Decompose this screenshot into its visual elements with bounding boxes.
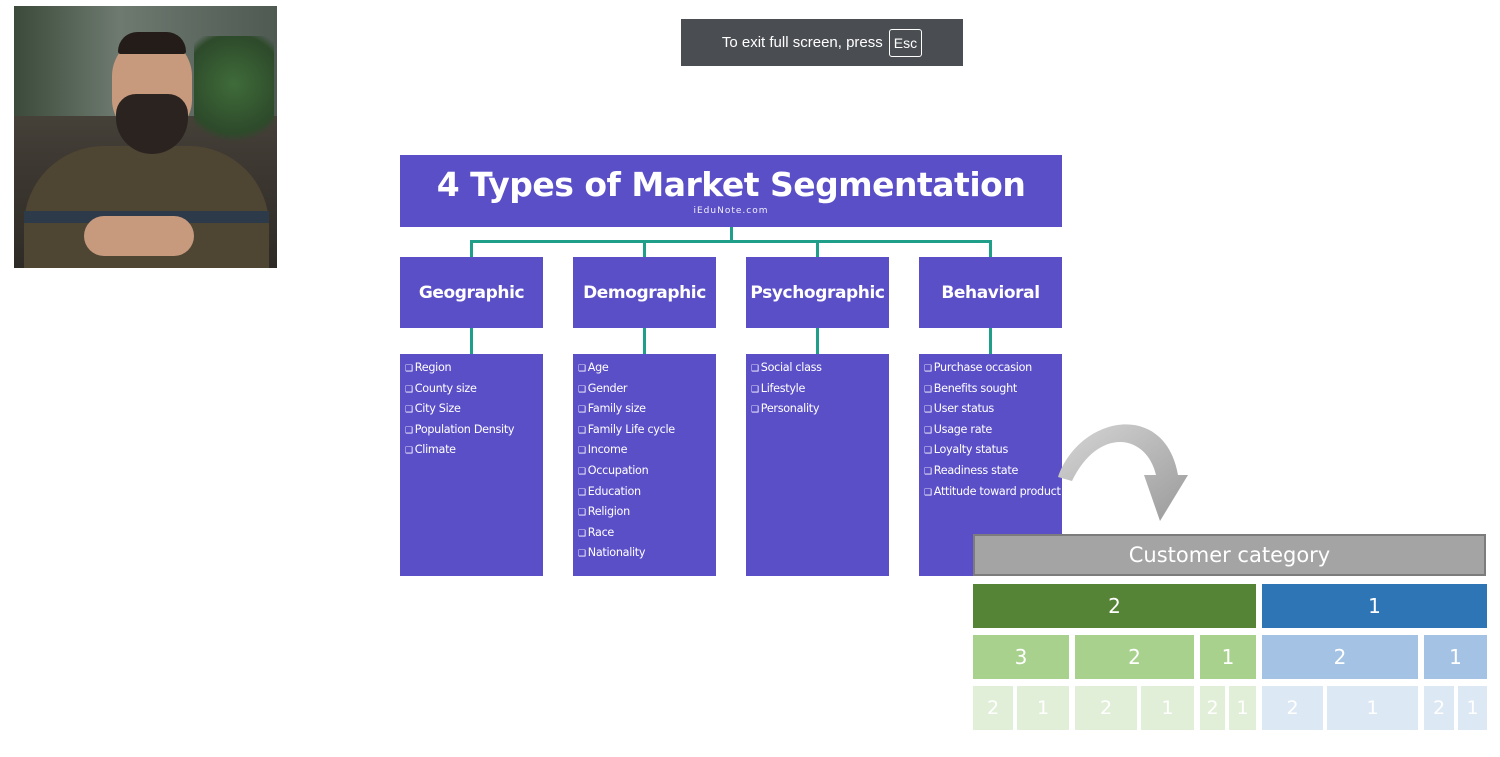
category-cell-level3: 2: [1200, 686, 1225, 730]
category-cell-level3: 2: [973, 686, 1013, 730]
connector-trunk: [730, 227, 733, 242]
diagram-title: 4 Types of Market Segmentation: [436, 165, 1026, 204]
list-item: ❑Purchase occasion: [924, 361, 1032, 374]
list-psychographic: ❑Social class ❑Lifestyle ❑Personality: [746, 354, 889, 576]
background-plant: [194, 36, 274, 156]
category-psychographic: Psychographic: [746, 257, 889, 328]
list-item: ❑Loyalty status: [924, 443, 1008, 457]
list-item: ❑Benefits sought: [924, 381, 1017, 395]
category-cell-level3: 1: [1458, 686, 1487, 730]
list-item: ❑Climate: [405, 443, 456, 457]
list-item: ❑Income: [578, 443, 628, 457]
diagram-title-box: 4 Types of Market Segmentation iEduNote.…: [400, 155, 1062, 227]
list-item: ❑Race: [578, 525, 614, 539]
category-cell-level2: 1: [1200, 635, 1256, 679]
category-cell-level3: 1: [1141, 686, 1194, 730]
connector-drop: [989, 240, 992, 257]
category-geographic: Geographic: [400, 257, 543, 328]
list-item: ❑User status: [924, 402, 994, 416]
list-item: ❑Family Life cycle: [578, 422, 675, 436]
category-cell-level1: 2: [973, 584, 1256, 628]
category-cell-level2: 2: [1262, 635, 1418, 679]
fullscreen-toast: To exit full screen, press Esc: [681, 19, 963, 66]
category-behavioral: Behavioral: [919, 257, 1062, 328]
presenter-webcam: [14, 6, 277, 268]
category-cell-level3: 2: [1262, 686, 1323, 730]
connector-link: [643, 328, 646, 354]
category-cell-level3: 2: [1075, 686, 1137, 730]
list-item: ❑Region: [405, 361, 452, 374]
presenter-hands: [84, 216, 194, 256]
category-cell-level3: 1: [1229, 686, 1256, 730]
list-item: ❑Family size: [578, 402, 646, 416]
list-item: ❑Age: [578, 361, 609, 374]
presenter-hair: [118, 32, 186, 54]
connector-bus: [470, 240, 992, 243]
category-cell-level2: 3: [973, 635, 1069, 679]
toast-message: To exit full screen, press: [721, 34, 883, 51]
list-item: ❑Education: [578, 484, 641, 498]
connector-drop: [643, 240, 646, 257]
connector-link: [816, 328, 819, 354]
list-item: ❑Population Density: [405, 422, 515, 436]
list-item: ❑Gender: [578, 381, 628, 395]
category-cell-level3: 1: [1327, 686, 1418, 730]
list-item: ❑Usage rate: [924, 422, 992, 436]
category-cell-level3: 2: [1424, 686, 1454, 730]
curved-arrow-icon: [1058, 424, 1188, 521]
connector-link: [989, 328, 992, 354]
list-item: ❑Occupation: [578, 463, 649, 477]
list-item: ❑Lifestyle: [751, 381, 806, 395]
list-item: ❑Nationality: [578, 546, 646, 560]
diagram-source: iEduNote.com: [693, 206, 769, 216]
category-cell-level2: 1: [1424, 635, 1487, 679]
esc-key-hint[interactable]: Esc: [888, 28, 923, 57]
connector-drop: [470, 240, 473, 257]
category-cell-level3: 1: [1017, 686, 1069, 730]
list-item: ❑Personality: [751, 402, 820, 416]
list-item: ❑Religion: [578, 505, 630, 519]
category-cell-level2: 2: [1075, 635, 1194, 679]
connector-link: [470, 328, 473, 354]
list-geographic: ❑Region ❑County size ❑City Size ❑Populat…: [400, 354, 543, 576]
category-cell-level1: 1: [1262, 584, 1487, 628]
list-item: ❑Readiness state: [924, 463, 1019, 477]
list-item: ❑County size: [405, 381, 477, 395]
category-demographic: Demographic: [573, 257, 716, 328]
list-demographic: ❑Age ❑Gender ❑Family size ❑Family Life c…: [573, 354, 716, 576]
list-item: ❑Attitude toward product: [924, 484, 1061, 498]
list-item: ❑Social class: [751, 361, 822, 374]
connector-drop: [816, 240, 819, 257]
list-item: ❑City Size: [405, 402, 461, 416]
presenter-beard: [116, 94, 188, 154]
customer-category-header: Customer category: [973, 534, 1486, 576]
